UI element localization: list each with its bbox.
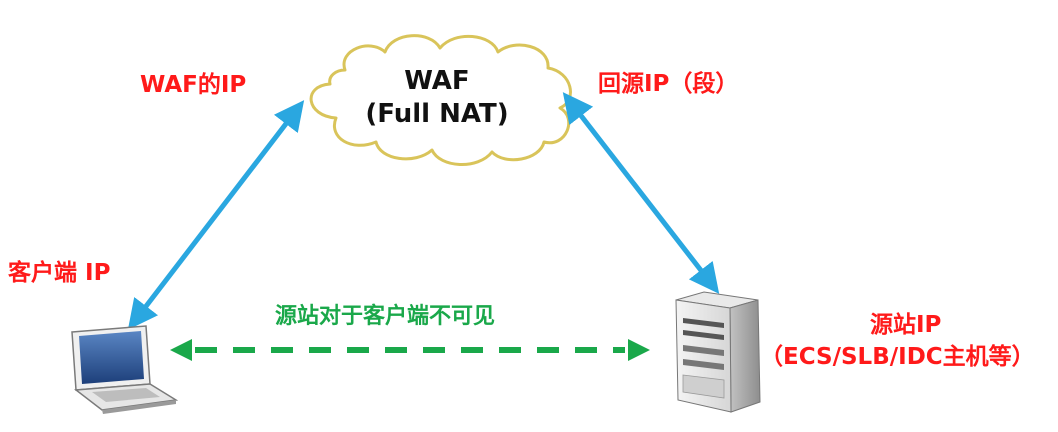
cloud-title: WAF	[404, 66, 470, 96]
waf-to-origin-arrow	[562, 92, 720, 294]
origin-invisible-label: 源站对于客户端不可见	[275, 304, 496, 329]
origin-hosts-label: （ECS/SLB/IDC主机等）	[760, 344, 1035, 370]
origin-ip-segment-label: 回源IP（段）	[598, 71, 739, 97]
waf-ip-label: WAF的IP	[140, 72, 247, 98]
laptop-icon	[71, 325, 179, 414]
server-icon	[675, 291, 761, 413]
client-origin-dashed-arrow	[170, 339, 650, 361]
cloud-subtitle: (Full NAT)	[365, 99, 509, 129]
client-to-waf-arrow	[127, 100, 305, 330]
cloud-icon	[309, 34, 572, 166]
origin-ip-label: 源站IP	[870, 312, 942, 338]
client-ip-label: 客户端 IP	[8, 260, 111, 286]
